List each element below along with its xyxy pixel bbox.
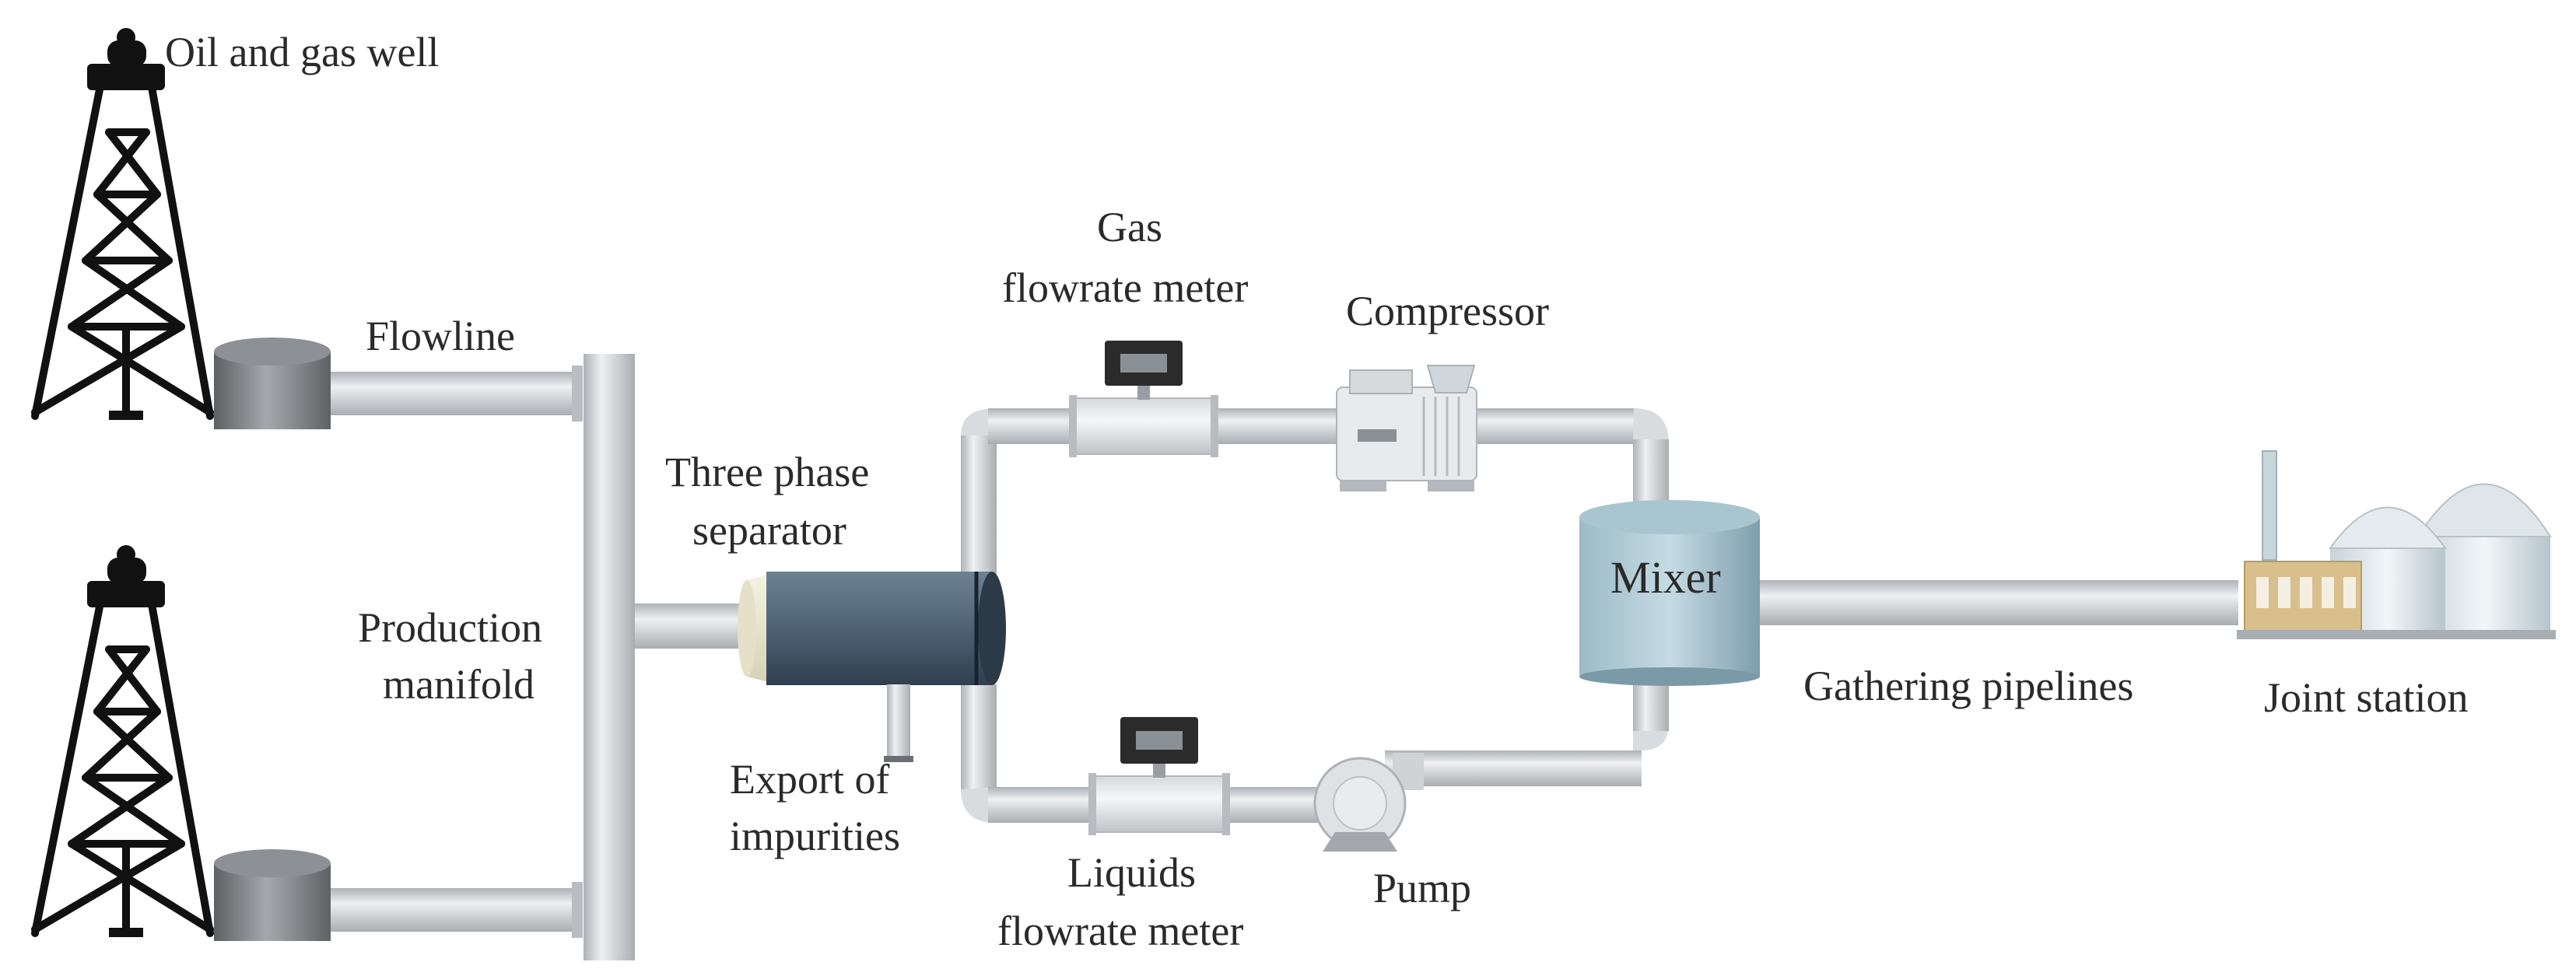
label-pump: Pump — [1373, 865, 1471, 911]
label-compressor: Compressor — [1346, 288, 1549, 334]
compressor — [1336, 365, 1477, 491]
pump — [1313, 753, 1424, 852]
derrick-top — [31, 28, 214, 420]
label-oil-gas-well: Oil and gas well — [165, 29, 439, 75]
label-export-line1: Export of — [730, 756, 889, 803]
mixer-tank — [1579, 500, 1760, 686]
flowline-top — [331, 372, 580, 415]
label-liquids-meter-line1: Liquids — [1067, 849, 1196, 896]
label-export-line2: impurities — [730, 813, 900, 859]
gas-loop-pipe — [961, 408, 1669, 583]
three-phase-separator — [738, 572, 1006, 685]
wellhead-top — [214, 338, 331, 429]
liquids-flowrate-meter — [1088, 717, 1230, 835]
label-gas-meter-line2: flowrate meter — [1002, 264, 1248, 311]
manifold-to-separator-pipe — [635, 603, 744, 649]
label-gathering-pipelines: Gathering pipelines — [1803, 663, 2133, 709]
label-liquids-meter-line2: flowrate meter — [997, 908, 1243, 954]
label-mixer: Mixer — [1610, 552, 1721, 603]
gas-flowrate-meter — [1069, 341, 1218, 457]
derrick-bottom — [31, 545, 214, 937]
label-production-manifold-line2: manifold — [383, 661, 534, 708]
label-separator-line2: separator — [692, 507, 846, 554]
label-joint-station: Joint station — [2264, 674, 2469, 721]
wellhead-bottom — [214, 849, 331, 941]
label-gas-meter-line1: Gas — [1097, 204, 1162, 250]
joint-station — [2237, 450, 2556, 639]
impurities-outlet — [884, 684, 913, 762]
gathering-pipeline — [1760, 580, 2238, 625]
label-production-manifold-line1: Production — [358, 604, 542, 651]
flowline-bottom — [331, 888, 580, 932]
label-flowline: Flowline — [366, 313, 515, 359]
label-separator-line1: Three phase — [665, 449, 869, 495]
production-manifold — [584, 354, 635, 960]
